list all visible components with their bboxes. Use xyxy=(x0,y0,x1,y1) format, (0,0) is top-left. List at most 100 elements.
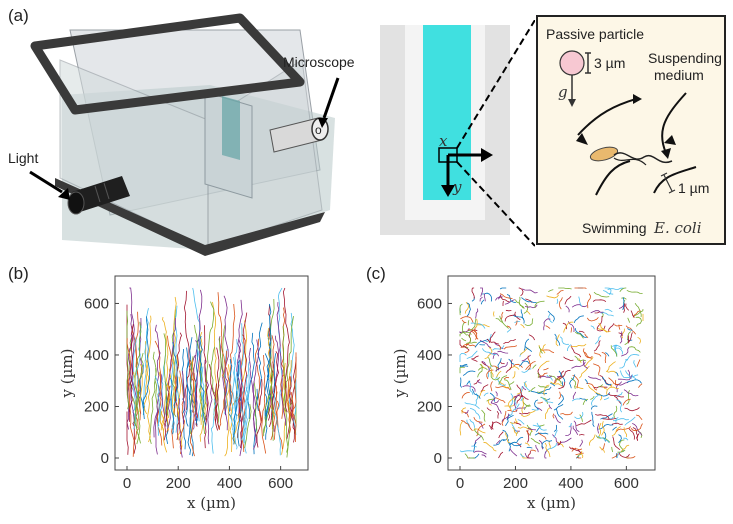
trajectory-line xyxy=(461,319,467,324)
trajectory-line xyxy=(558,369,571,381)
trajectory-line xyxy=(474,318,478,329)
trajectory-line xyxy=(618,434,622,444)
trajectory-line xyxy=(587,375,602,381)
trajectory-line xyxy=(498,431,504,439)
light-arrow xyxy=(29,170,63,194)
trajectory-line xyxy=(532,364,537,369)
trajectory-line xyxy=(139,364,143,412)
trajectory-line xyxy=(473,442,477,453)
trajectory-line xyxy=(590,405,598,410)
trajectory-line xyxy=(203,325,209,449)
trajectory-line xyxy=(525,346,533,353)
trajectory-line xyxy=(515,393,520,399)
trajectory-line xyxy=(570,343,587,348)
trajectory-line xyxy=(578,330,585,333)
trajectory-line xyxy=(232,339,238,409)
trajectory-line xyxy=(291,352,297,418)
trajectory-line xyxy=(281,366,286,455)
trajectory-line xyxy=(593,291,610,298)
trajectory-line xyxy=(485,333,492,343)
trajectory-line xyxy=(600,312,614,317)
trajectory-line xyxy=(498,451,504,459)
trajectory-line xyxy=(515,418,518,424)
trajectory-line xyxy=(595,435,611,443)
y-tick-label: 200 xyxy=(417,398,442,415)
trajectory-line xyxy=(513,363,523,368)
trajectory-line xyxy=(461,392,470,399)
trajectory-line xyxy=(194,289,203,422)
trajectory-line xyxy=(571,361,586,369)
trajectory-line xyxy=(506,328,512,333)
trajectory-line xyxy=(459,365,469,367)
trajectory-line xyxy=(570,327,572,333)
trajectory-line xyxy=(541,349,555,354)
trajectory-line xyxy=(473,379,481,385)
trajectory-line xyxy=(163,333,169,416)
trajectory-line xyxy=(553,404,564,411)
trajectory-line xyxy=(252,339,260,450)
trajectory-line xyxy=(618,305,624,309)
trajectory-line xyxy=(530,449,537,452)
trajectory-line xyxy=(471,355,479,360)
trajectory-line xyxy=(217,292,233,408)
trajectory-line xyxy=(171,296,177,414)
trajectory-line xyxy=(276,400,283,450)
top-rim-frame xyxy=(30,13,305,115)
trajectory-line xyxy=(176,376,182,441)
trajectory-line xyxy=(516,384,522,397)
trajectory-line xyxy=(497,377,507,387)
trajectory-line xyxy=(579,439,583,447)
trajectory-line xyxy=(587,293,591,309)
x-tick-label: 0 xyxy=(456,475,464,492)
trajectory-line xyxy=(537,407,543,412)
trajectory-line xyxy=(535,444,539,453)
trajectory-line xyxy=(593,363,601,376)
trajectory-line xyxy=(518,296,524,309)
trajectory-line xyxy=(160,373,167,427)
trajectory-line xyxy=(594,311,601,314)
trajectory-line xyxy=(265,303,272,420)
trajectory-line xyxy=(509,403,520,417)
trajectory-line xyxy=(632,422,643,436)
trajectory-line xyxy=(492,365,500,370)
trajectory-line xyxy=(462,370,476,376)
trajectory-line xyxy=(126,338,135,457)
trajectory-line xyxy=(548,404,552,410)
trajectory-line xyxy=(504,403,516,407)
trajectory-line xyxy=(247,332,255,419)
trajectory-line xyxy=(593,386,608,389)
trajectory-line xyxy=(530,437,541,445)
trajectory-line xyxy=(608,416,614,420)
trajectory-line xyxy=(571,304,588,308)
trajectory-line xyxy=(537,372,548,378)
trajectory-line xyxy=(556,298,559,305)
trajectory-line xyxy=(499,293,513,299)
trajectory-line xyxy=(490,397,496,404)
trajectory-line xyxy=(627,328,633,331)
trajectory-line xyxy=(578,315,584,318)
trajectory-line xyxy=(610,345,618,357)
trajectory-line xyxy=(470,322,486,329)
trajectory-line xyxy=(233,371,239,450)
trajectory-line xyxy=(478,422,484,429)
trajectory-line xyxy=(578,296,583,307)
trajectory-line xyxy=(537,372,540,378)
trajectory-line xyxy=(459,377,462,388)
trajectory-line xyxy=(575,328,587,338)
trajectory-line xyxy=(605,370,617,374)
trajectory-line xyxy=(467,320,470,326)
trajectory-line xyxy=(499,315,509,329)
trajectory-line xyxy=(526,446,533,449)
trajectory-line xyxy=(471,388,481,399)
x-axis-label: x (µm) xyxy=(527,494,576,512)
trajectory-line xyxy=(523,338,530,351)
trajectory-line xyxy=(495,318,503,323)
trajectory-line xyxy=(546,294,560,299)
trajectory-line xyxy=(618,324,621,330)
trajectory-line xyxy=(615,371,619,377)
trajectory-line xyxy=(468,380,474,395)
trajectory-line xyxy=(492,345,505,351)
zoom-line-top xyxy=(456,20,535,149)
trajectory-line xyxy=(154,375,160,436)
